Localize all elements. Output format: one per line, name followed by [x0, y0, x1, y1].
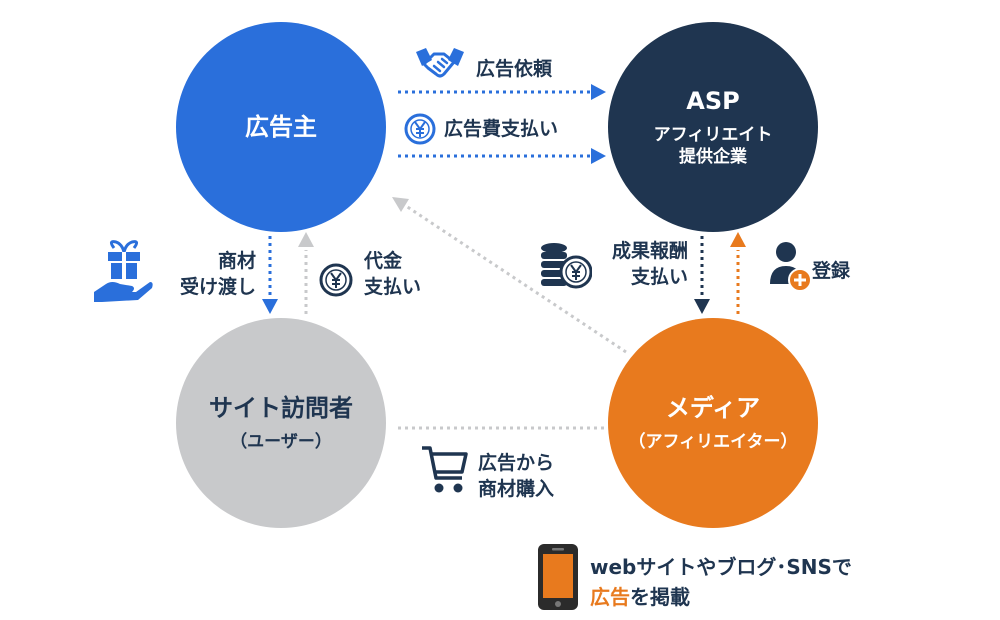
reward-payment-line2: 支払い: [630, 266, 688, 288]
arrow-reward-payment: [694, 236, 710, 314]
asp-node: ASP アフィリエイト 提供企業: [608, 22, 818, 232]
price-payment-line1: 代金: [364, 250, 403, 272]
price-payment-label: 代金 支払い: [364, 248, 421, 300]
register-label: 登録: [812, 260, 851, 282]
media-title: メディア: [665, 393, 761, 422]
product-delivery-line2: 受け渡し: [179, 276, 256, 298]
gift-hand-icon: [94, 240, 153, 302]
arrow-register: [730, 232, 746, 314]
footer-line1: webサイトやブログ･SNSで: [590, 555, 852, 579]
arrow-price-payment: [298, 232, 314, 314]
arrow-ad-request: [398, 84, 606, 100]
shopping-cart-icon: [422, 446, 468, 493]
ad-request-label: 広告依頼: [476, 58, 553, 80]
purchase-line2: 商材購入: [478, 478, 555, 500]
footer-line2-rest: を掲載: [630, 585, 690, 609]
arrow-ad-fee-payment: [398, 148, 606, 164]
advertiser-node: 広告主: [176, 22, 386, 232]
footer-caption: webサイトやブログ･SNSで 広告を掲載: [590, 552, 852, 612]
visitor-subtitle: （ユーザー）: [230, 431, 332, 452]
purchase-label: 広告から 商材購入: [478, 450, 554, 502]
arrow-media-to-advertiser: [392, 197, 627, 354]
coin-stack-icon: [541, 243, 592, 289]
asp-subtitle-line1: アフィリエイト: [653, 124, 773, 145]
footer-line2: 広告を掲載: [590, 582, 852, 612]
media-subtitle: （アフィリエイター）: [628, 431, 798, 452]
yen-coin-icon: [404, 113, 436, 145]
visitor-node: サイト訪問者 （ユーザー）: [176, 318, 386, 528]
reward-payment-label: 成果報酬 支払い: [588, 238, 688, 290]
visitor-title: サイト訪問者: [209, 393, 353, 422]
product-delivery-line1: 商材: [217, 250, 256, 272]
ad-fee-payment-label: 広告費支払い: [444, 118, 559, 140]
purchase-line1: 広告から: [478, 452, 555, 474]
price-payment-line2: 支払い: [364, 276, 422, 298]
product-delivery-label: 商材 受け渡し: [150, 248, 256, 300]
handshake-icon: [416, 48, 464, 78]
user-add-icon: [770, 242, 812, 292]
yen-coin-icon: [319, 263, 353, 297]
smartphone-icon: [538, 544, 578, 610]
asp-subtitle-line2: 提供企業: [679, 147, 747, 167]
footer-highlight: 広告: [590, 585, 630, 609]
reward-payment-line1: 成果報酬: [611, 240, 688, 262]
arrow-product-delivery: [262, 236, 278, 314]
media-node: メディア （アフィリエイター）: [608, 318, 818, 528]
asp-title: ASP: [686, 86, 740, 115]
advertiser-title: 広告主: [245, 113, 317, 141]
